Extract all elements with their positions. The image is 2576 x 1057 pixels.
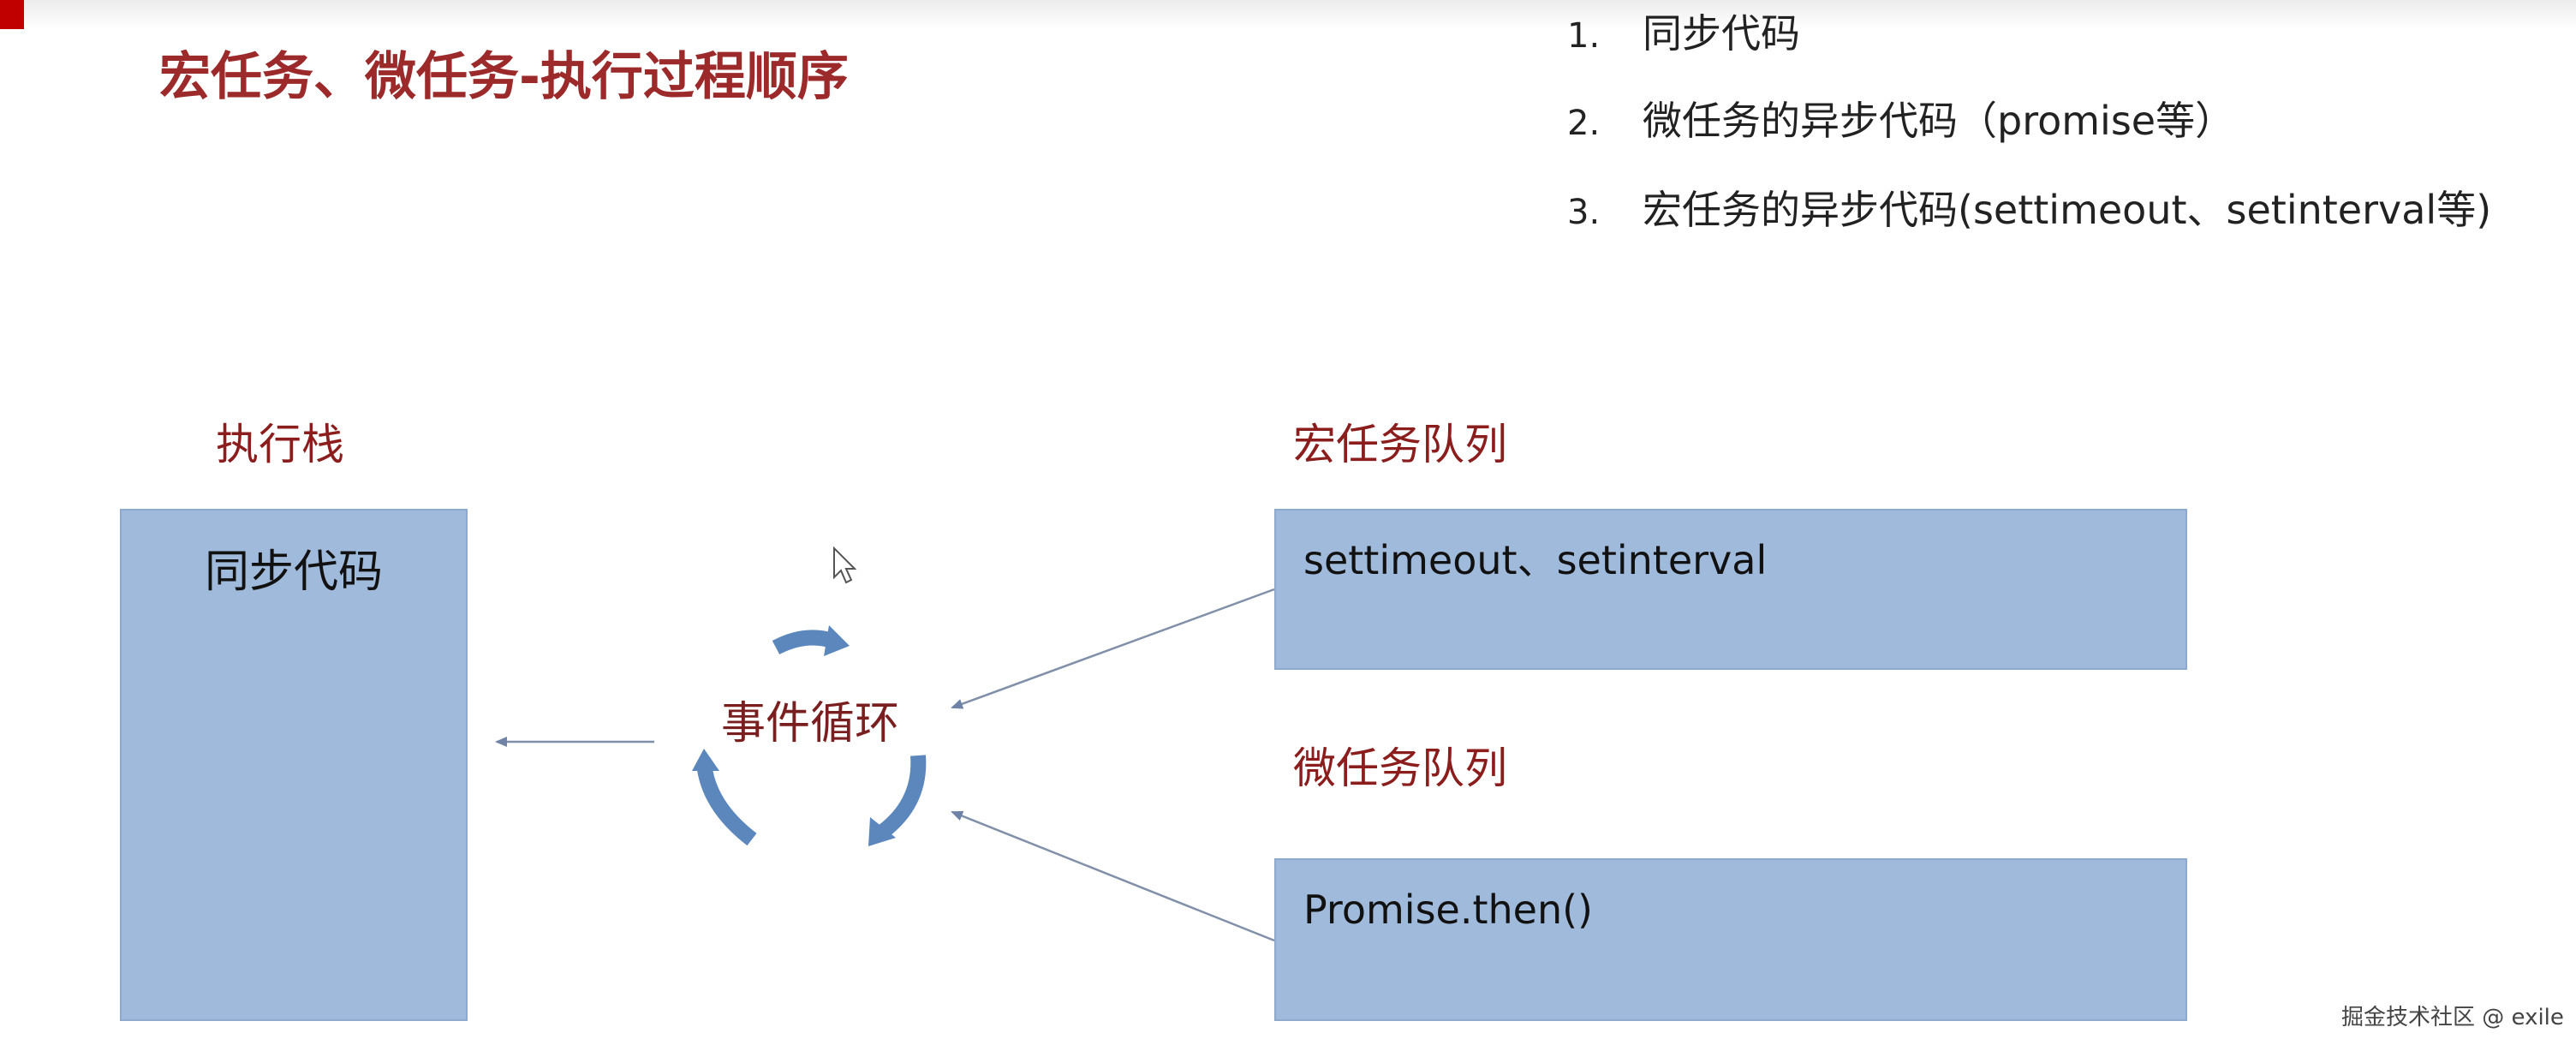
slide-corner-mark xyxy=(0,0,24,29)
micro-task-queue-content: Promise.then() xyxy=(1303,887,1593,933)
step-text: 宏任务的异步代码(settimeout、setinterval等) xyxy=(1643,187,2492,233)
slide-title: 宏任务、微任务-执行过程顺序 xyxy=(159,47,849,107)
step-item: 3. 宏任务的异步代码(settimeout、setinterval等) xyxy=(1567,180,2491,242)
step-text: 微任务的异步代码（promise等） xyxy=(1643,98,2235,144)
execution-stack-box: 同步代码 xyxy=(120,509,468,1021)
loop-arc-right xyxy=(879,755,927,838)
top-shade xyxy=(0,0,2576,29)
step-number: 2. xyxy=(1567,104,1601,143)
micro-to-loop-arrow xyxy=(951,810,1275,942)
event-loop-label: 事件循环 xyxy=(721,698,900,749)
execution-stack-content: 同步代码 xyxy=(204,546,383,598)
loop-arc-top xyxy=(772,630,835,655)
execution-stack-label: 执行栈 xyxy=(216,420,344,469)
step-number: 1. xyxy=(1567,16,1601,56)
micro-task-queue-box: Promise.then() xyxy=(1274,858,2187,1021)
macro-task-queue-label: 宏任务队列 xyxy=(1293,420,1507,469)
macro-task-queue-content: settimeout、setinterval xyxy=(1303,537,1768,583)
macro-to-loop-arrow xyxy=(951,588,1275,709)
step-text: 同步代码 xyxy=(1643,10,1800,57)
loop-head-left xyxy=(692,749,719,771)
step-number: 3. xyxy=(1567,193,1601,232)
loop-arc-left xyxy=(696,761,757,846)
cursor-pointer-icon xyxy=(833,546,857,584)
step-item: 2. 微任务的异步代码（promise等） xyxy=(1567,91,2234,153)
loop-head-right xyxy=(868,817,896,846)
watermark: 掘金技术社区 @ exile xyxy=(2341,1005,2564,1030)
macro-task-queue-box: settimeout、setinterval xyxy=(1274,509,2187,670)
micro-task-queue-label: 微任务队列 xyxy=(1293,743,1507,793)
step-item: 1. 同步代码 xyxy=(1567,3,1800,66)
loop-head-top xyxy=(824,625,850,656)
